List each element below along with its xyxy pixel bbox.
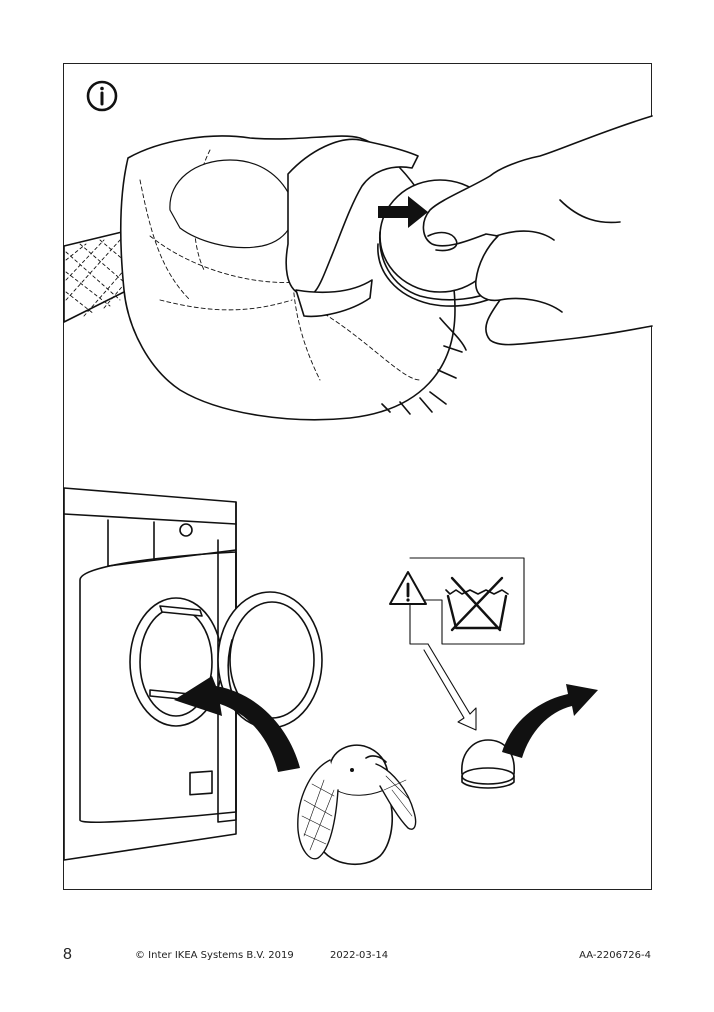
instruction-frame — [63, 63, 652, 890]
page-number: 8 — [63, 946, 72, 963]
care-warning-panel — [409, 557, 525, 731]
document-id: AA-2206726-4 — [579, 950, 651, 961]
toy-body-top-illustration — [63, 135, 501, 421]
washing-machine-illustration — [63, 487, 323, 861]
lid-piece-illustration — [461, 739, 515, 789]
warning-triangle-icon — [389, 571, 427, 605]
copyright-text: © Inter IKEA Systems B.V. 2019 — [135, 950, 294, 961]
do-not-wash-icon — [445, 576, 509, 632]
hand-illustration — [422, 115, 653, 346]
plush-toy-illustration — [297, 744, 417, 865]
info-circle-icon — [86, 80, 118, 112]
curved-arrow-icon — [502, 684, 598, 758]
document-date: 2022-03-14 — [330, 950, 389, 961]
